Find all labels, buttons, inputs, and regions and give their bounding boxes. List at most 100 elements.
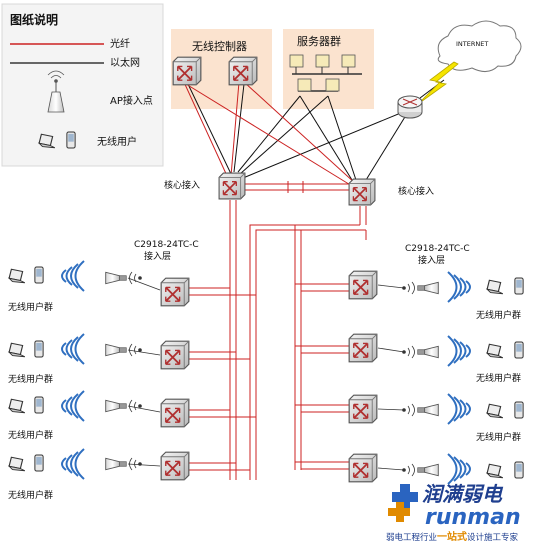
phone-icon — [514, 341, 524, 359]
phone-icon — [34, 454, 44, 472]
access-switch-right-2 — [348, 333, 378, 363]
server-group-box — [283, 29, 374, 109]
phone-icon — [34, 340, 44, 358]
brand-tagline-post: 设计施工专家 — [467, 532, 519, 543]
server-group: 服务器群 — [283, 29, 374, 109]
ap-icon — [417, 281, 439, 295]
right-user-row-1: 无线用户群 — [377, 271, 524, 321]
access-switch-right-1 — [348, 270, 378, 300]
user-group-label: 无线用户群 — [8, 301, 53, 313]
wifi-wave-icon — [447, 453, 471, 485]
right-user-row-4 — [377, 453, 524, 485]
user-group-label: 无线用户群 — [476, 372, 521, 384]
brand-cn-name: 润满弱电 — [422, 482, 504, 506]
access-right-model: C2918-24TC-C — [405, 244, 470, 254]
server-icon — [341, 54, 356, 74]
fiber-links — [182, 79, 367, 480]
phone-icon — [34, 266, 44, 284]
legend-wireless-user-label: 无线用户 — [97, 135, 137, 148]
phone-icon — [514, 461, 524, 479]
right-user-row-3: 无线用户群 — [377, 393, 524, 443]
server-farm-devices — [289, 54, 362, 92]
wifi-wave-icon — [61, 448, 85, 480]
laptop-icon — [486, 463, 504, 479]
access-switch-right-4 — [348, 453, 378, 483]
wifi-wave-icon — [61, 333, 85, 365]
lightning-bolt-icon — [417, 61, 459, 105]
legend-ap-label: AP接入点 — [110, 94, 153, 107]
left-user-row-4: 无线用户群 — [8, 448, 161, 501]
ap-icon — [417, 345, 439, 359]
controller-switch-icon — [172, 56, 202, 86]
core-left-label: 核心接入 — [164, 179, 200, 191]
wifi-wave-icon — [447, 335, 471, 367]
ethernet-links — [187, 79, 445, 181]
access-left-layer: 接入层 — [144, 250, 171, 262]
legend-ethernet-label: 以太网 — [110, 56, 140, 69]
access-switch-left-4 — [160, 451, 190, 481]
brand-tagline-highlight: 一站式 — [437, 530, 467, 543]
wifi-wave-icon — [447, 393, 471, 425]
laptop-icon — [486, 343, 504, 359]
core-right-label: 核心接入 — [398, 185, 434, 197]
access-right-layer: 接入层 — [418, 254, 445, 266]
internet-cloud: INTERNET — [437, 20, 522, 72]
server-group-label: 服务器群 — [297, 34, 341, 48]
controller-group-label: 无线控制器 — [192, 39, 247, 53]
signal-icon — [407, 403, 415, 417]
access-switch-left-2 — [160, 340, 190, 370]
core-switch-right-icon — [348, 178, 376, 206]
laptop-icon — [486, 279, 504, 295]
server-icon — [325, 78, 340, 92]
ap-icon — [105, 457, 127, 471]
right-user-row-2: 无线用户群 — [377, 335, 524, 384]
signal-icon — [407, 281, 415, 295]
laptop-icon — [8, 342, 26, 358]
legend-panel: 图纸说明 光纤 以太网 AP接入点 无线用户 — [1, 3, 164, 167]
phone-icon — [514, 277, 524, 295]
legend-title: 图纸说明 — [10, 12, 58, 27]
internet-label: INTERNET — [456, 40, 488, 48]
core-switch-left-icon — [218, 172, 246, 200]
phone-icon — [514, 401, 524, 419]
left-user-row-3: 无线用户群 — [8, 390, 161, 441]
server-icon — [289, 54, 304, 74]
user-group-label: 无线用户群 — [476, 309, 521, 321]
access-switch-left-1 — [160, 277, 190, 307]
left-user-row-2: 无线用户群 — [8, 333, 161, 385]
ap-icon — [105, 399, 127, 413]
controller-switch-icon — [228, 56, 258, 86]
brand-tagline-pre: 弱电工程行业 — [386, 532, 437, 543]
brand-en-name: runman — [425, 505, 521, 530]
legend-ap-icon — [47, 70, 65, 113]
user-group-label: 无线用户群 — [8, 489, 53, 501]
ap-icon — [105, 271, 127, 285]
access-switch-left-3 — [160, 398, 190, 428]
router-icon — [397, 95, 423, 119]
user-group-label: 无线用户群 — [476, 431, 521, 443]
server-icon — [297, 78, 312, 92]
signal-icon — [407, 345, 415, 359]
laptop-icon — [486, 403, 504, 419]
ap-icon — [105, 343, 127, 357]
user-group-label: 无线用户群 — [8, 429, 53, 441]
left-user-row-1: 无线用户群 — [8, 260, 161, 313]
signal-icon — [407, 463, 415, 477]
user-group-label: 无线用户群 — [8, 373, 53, 385]
wifi-wave-icon — [447, 271, 471, 303]
access-switch-right-3 — [348, 394, 378, 424]
legend-phone-icon — [66, 131, 76, 149]
access-left-model: C2918-24TC-C — [134, 240, 199, 250]
ap-icon — [417, 403, 439, 417]
ap-icon — [417, 463, 439, 477]
watermark-logo: 润满弱电 runman 弱电工程行业一站式设计施工专家 — [386, 482, 521, 543]
legend-fiber-label: 光纤 — [110, 37, 130, 50]
wifi-wave-icon — [61, 260, 85, 292]
server-icon — [315, 54, 330, 74]
brand-cross-icon — [388, 484, 418, 522]
laptop-icon — [8, 456, 26, 472]
phone-icon — [34, 396, 44, 414]
laptop-icon — [8, 268, 26, 284]
laptop-icon — [8, 398, 26, 414]
